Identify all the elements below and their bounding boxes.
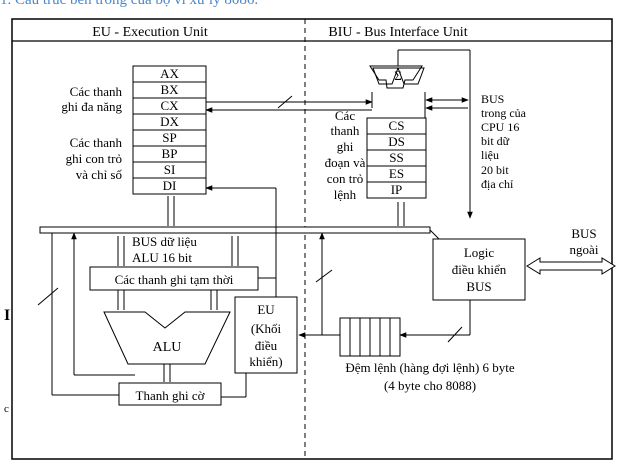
margin-mark-bar: I	[4, 307, 10, 324]
flags-register-label: Thanh ghi cờ	[136, 388, 206, 403]
instruction-queue	[339, 317, 401, 357]
external-bus-label-1: BUS	[571, 226, 596, 241]
seg-regs-bus-link	[397, 202, 405, 226]
internal-bus-label-4: bit dữ	[481, 134, 510, 148]
general-registers-label-2: ghi đa năng	[61, 99, 122, 114]
segment-label-3: ghi	[337, 139, 354, 154]
bus-width-slash	[277, 95, 293, 109]
queue-bus-slash	[447, 326, 463, 343]
eu-control-label-3: điều	[255, 338, 278, 353]
bus-logic-label-3: BUS	[466, 279, 491, 294]
biu-title: BIU - Bus Interface Unit	[328, 25, 467, 40]
alu-bus-link-left	[117, 236, 125, 266]
register-di-label: DI	[163, 178, 177, 193]
queue-slot	[369, 317, 381, 357]
alu-bus-label-2: ALU 16 bit	[132, 250, 192, 265]
segment-register-ds-label: DS	[388, 134, 405, 149]
segment-register-es-label: ES	[389, 166, 404, 181]
queue-slot	[349, 317, 361, 357]
segment-label-5: con trỏ	[327, 171, 363, 186]
eu-control-label-1: EU	[257, 302, 275, 317]
instruction-queue-label-1: Đệm lệnh (hàng đợi lệnh) 6 byte	[345, 360, 515, 375]
main-internal-bus	[39, 226, 431, 234]
register-cx-label: CX	[160, 98, 179, 113]
alu-label: ALU	[153, 340, 182, 355]
eu-control-box	[234, 296, 298, 374]
segment-register-ip-label: IP	[391, 182, 403, 197]
internal-bus-label-2: trong của	[481, 106, 527, 120]
segment-label-1: Các	[335, 108, 355, 123]
bus-logic-label-1: Logic	[464, 245, 495, 260]
register-bp-label: BP	[162, 146, 178, 161]
alu-to-flags	[163, 364, 171, 382]
queue-slot	[379, 317, 391, 357]
flags-register-box	[118, 382, 222, 406]
segment-label-4: đoạn và	[325, 155, 366, 170]
temp-registers-label: Các thanh ghi tạm thời	[115, 272, 234, 287]
outer-frame	[11, 18, 613, 460]
temp-to-alu-left	[117, 290, 125, 310]
external-bus-label-2: ngoài	[570, 242, 599, 257]
segment-label-6: lệnh	[334, 187, 357, 202]
segment-register-ip-box	[366, 181, 427, 199]
eu-control-label-4: khiển)	[249, 354, 282, 369]
temp-to-alu-right	[210, 290, 218, 310]
general-registers-label-1: Các thanh	[70, 84, 123, 99]
register-bx-label: BX	[160, 82, 179, 97]
alu-bus-label-1: BUS dữ liệu	[132, 234, 197, 249]
pointer-registers-label-2: ghi con trỏ	[66, 151, 122, 166]
internal-bus-label-3: CPU 16	[481, 120, 519, 134]
queue-slash	[315, 269, 333, 283]
internal-bus-label-7: địa chỉ	[481, 177, 514, 191]
queue-slot	[339, 317, 351, 357]
external-bus-arrow	[526, 257, 616, 275]
pointer-registers-label-1: Các thanh	[70, 135, 123, 150]
adder-shape	[372, 67, 399, 85]
segment-register-cs-label: CS	[389, 118, 405, 133]
queue-slot	[359, 317, 371, 357]
internal-bus-label-1: BUS	[481, 92, 504, 106]
alu-shape	[103, 311, 231, 365]
register-dx-label: DX	[160, 114, 179, 129]
eu-title: EU - Execution Unit	[92, 25, 208, 40]
section-heading: 1. Cấu trúc bên trong của bộ vi xử lý 80…	[0, 0, 259, 8]
internal-bus-label-6: 20 bit	[481, 163, 509, 177]
left-slash	[37, 287, 59, 306]
eu-control-label-2: (Khối	[251, 321, 282, 336]
eu-regs-bus-link	[167, 196, 175, 226]
register-si-label: SI	[164, 162, 176, 177]
pointer-registers-label-3: và chỉ số	[76, 167, 123, 182]
alu-bus-link-right	[231, 236, 239, 266]
segment-label-2: thanh	[331, 123, 360, 138]
bus-logic-box	[432, 238, 526, 301]
adder-shape-right	[397, 67, 425, 85]
internal-bus-label-5: liệu	[481, 148, 499, 162]
instruction-queue-label-2: (4 byte cho 8088)	[384, 378, 476, 393]
segment-register-ss-label: SS	[389, 150, 403, 165]
register-sp-label: SP	[162, 130, 176, 145]
register-ax-label: AX	[160, 66, 179, 81]
bus-logic-label-2: điều khiển	[452, 262, 507, 277]
queue-slot	[389, 317, 401, 357]
margin-mark-c: c	[4, 403, 9, 415]
adder-symbol: Σ	[394, 68, 402, 83]
